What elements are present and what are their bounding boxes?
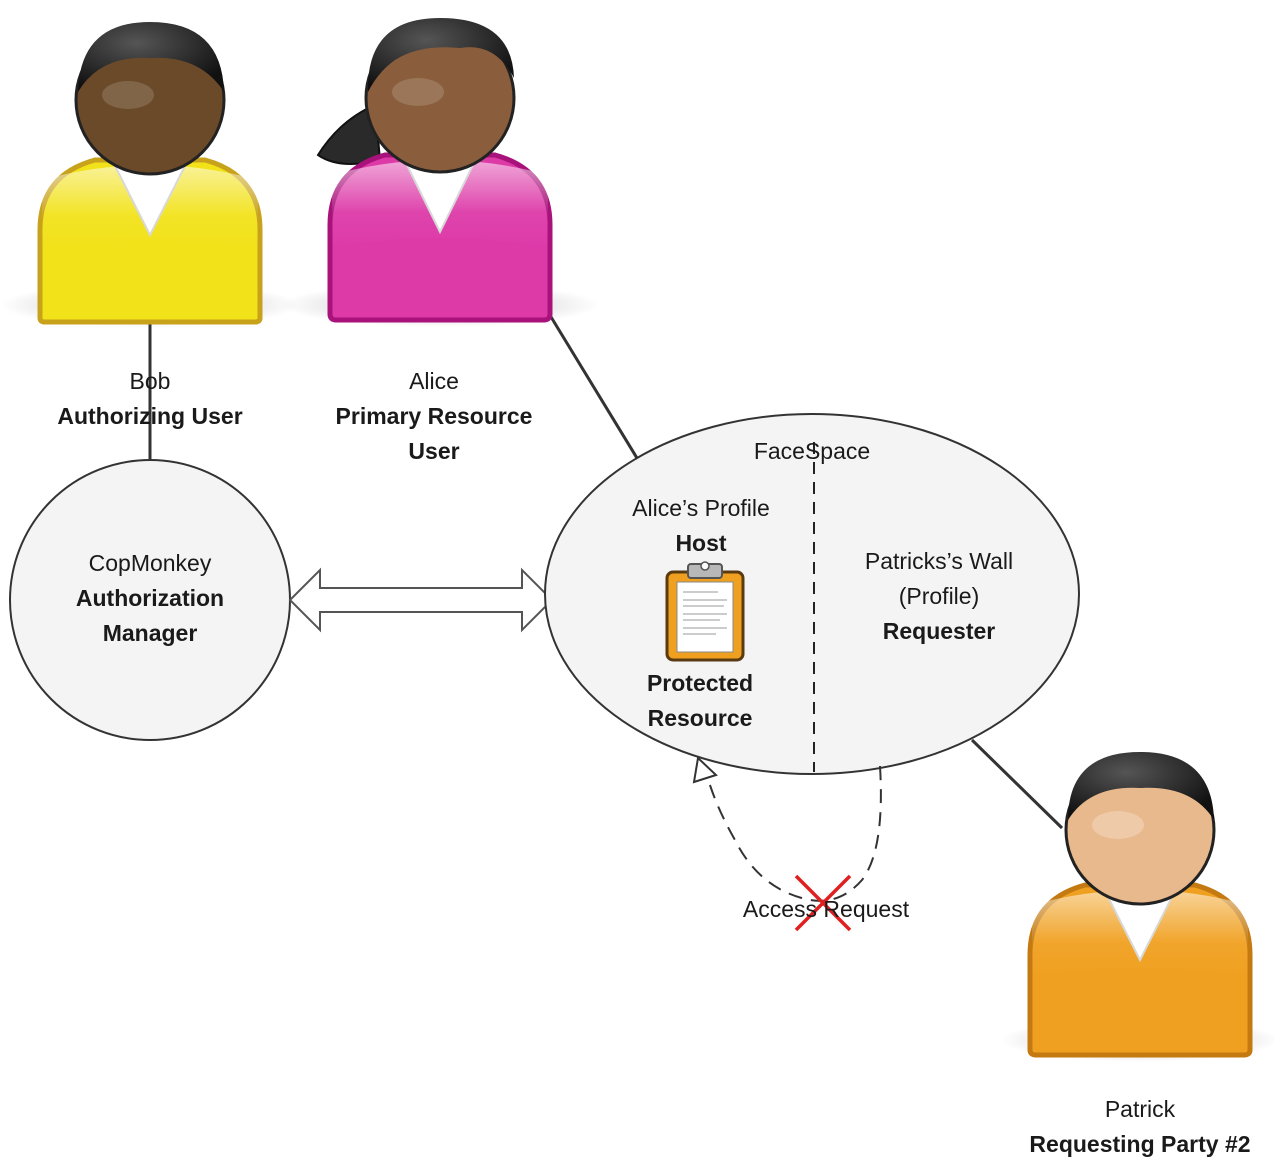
- facespace-title-text: FaceSpace: [753, 438, 871, 464]
- bob-role: Authorizing User: [57, 403, 243, 429]
- requester-label: Patricks’s Wall (Profile) Requester: [824, 544, 1054, 649]
- auth-manager-name: CopMonkey: [88, 550, 212, 576]
- clipboard-icon: [665, 561, 745, 662]
- requester-name-line1: Patricks’s Wall: [864, 548, 1014, 574]
- host-role: Host: [675, 530, 727, 556]
- auth-manager-label: CopMonkey Authorization Manager: [20, 546, 280, 651]
- auth-manager-role-line1: Authorization: [75, 585, 225, 611]
- patrick-label: Patrick Requesting Party #2: [1012, 1092, 1268, 1162]
- host-label: Alice’s Profile Host: [590, 491, 812, 561]
- facespace-title: FaceSpace: [712, 434, 912, 469]
- alice-role-line2: User: [408, 438, 460, 464]
- alice-role-line1: Primary Resource: [335, 403, 533, 429]
- alice-figure-icon: [280, 18, 600, 327]
- access-request-arrowhead: [692, 755, 718, 784]
- protected-resource-label: Protected Resource: [590, 666, 810, 736]
- protected-resource-line1: Protected: [646, 670, 754, 696]
- auth-manager-role-line2: Manager: [102, 620, 198, 646]
- manager-host-double-arrow: [288, 567, 554, 633]
- requester-role: Requester: [882, 618, 996, 644]
- access-request-text: Access Request: [742, 896, 910, 922]
- facespace-to-patrick-line: [970, 738, 1064, 830]
- patrick-name: Patrick: [1104, 1096, 1176, 1122]
- facespace-ellipse: [544, 413, 1080, 775]
- host-name: Alice’s Profile: [632, 495, 770, 521]
- bob-figure-icon: [0, 22, 300, 327]
- protected-resource-line2: Resource: [647, 705, 753, 731]
- alice-to-facespace-line: [546, 311, 642, 464]
- bob-name: Bob: [129, 368, 171, 394]
- access-request-flow: [705, 765, 882, 902]
- bob-label: Bob Authorizing User: [20, 364, 280, 434]
- patrick-role: Requesting Party #2: [1029, 1131, 1251, 1157]
- patrick-figure-icon: [1000, 752, 1274, 1062]
- alice-label: Alice Primary Resource User: [300, 364, 568, 469]
- alice-name: Alice: [409, 368, 459, 394]
- access-request-label: Access Request: [716, 892, 936, 927]
- denied-cross-icon: [794, 874, 852, 932]
- requester-name-line2: (Profile): [898, 583, 980, 609]
